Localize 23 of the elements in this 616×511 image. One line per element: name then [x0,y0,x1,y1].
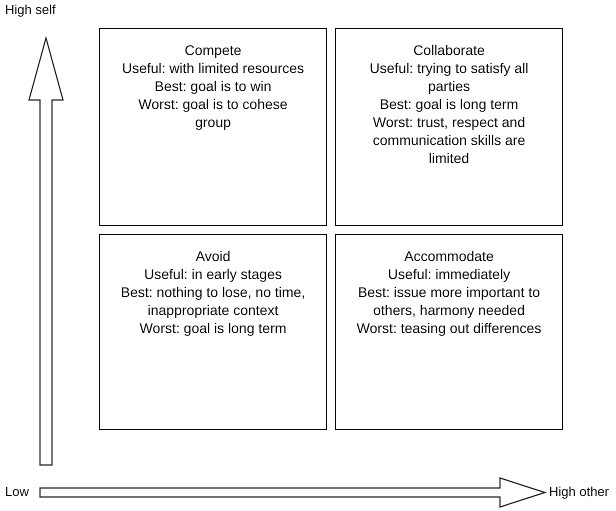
quadrant-text: Worst: goal is to cohese group [137,95,289,131]
axis-label: Low [5,484,29,499]
axis-label: High self [5,2,56,17]
quadrant-text: Best: nothing to lose, no time, inappropriate context [120,283,306,319]
quadrant-text: Useful: trying to satisfy all parties [368,59,530,95]
quadrant-text: Worst: goal is long term [138,319,288,337]
quadrant-box [335,28,563,226]
quadrant-box [99,28,327,226]
quadrant-text: Best: issue more important to others, harmony needed [356,283,542,319]
axis-label: High other [549,484,609,499]
quadrant-title: Compete [184,41,242,59]
quadrant-text: Worst: teasing out differences [356,319,542,337]
quadrant-title: Avoid [194,247,232,265]
quadrant-text: Best: goal is to win [154,77,272,95]
quadrant-text: Useful: with limited resources [120,59,306,77]
quadrant-title: Accommodate [403,247,495,265]
quadrant-box [99,234,327,430]
quadrant-text: Worst: trust, respect and communication skills are limited [372,113,526,167]
quadrant-text: Best: goal is long term [378,95,520,113]
quadrant-title: Collaborate [412,41,486,59]
quadrant-box [335,234,563,430]
quadrant-text: Useful: in early stages [143,265,283,283]
quadrant-text: Useful: immediately [386,265,512,283]
